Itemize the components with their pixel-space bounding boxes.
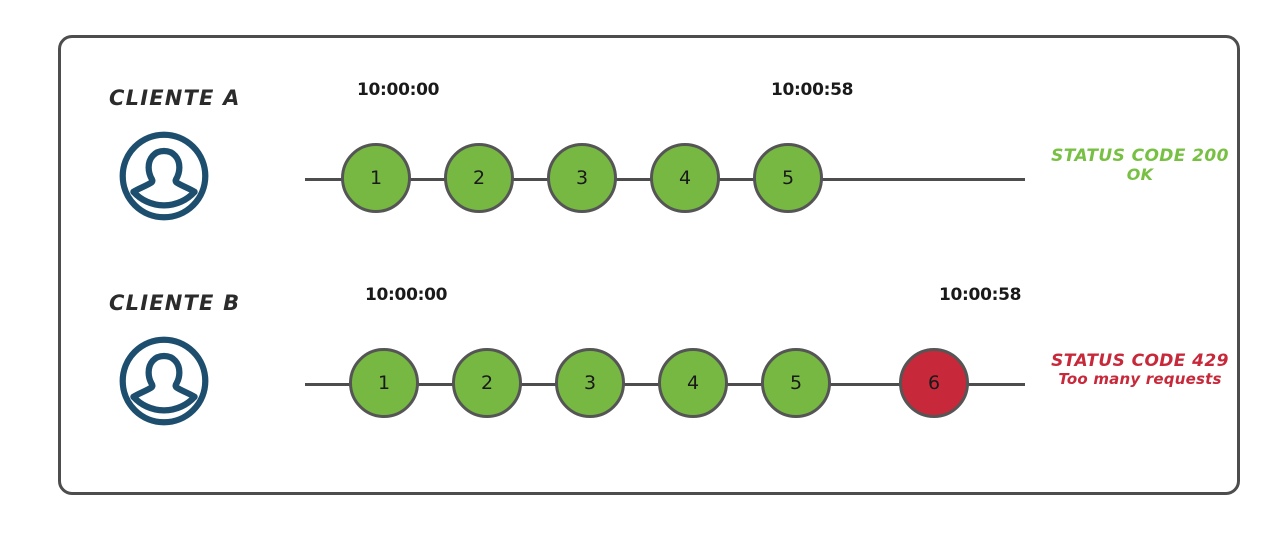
user-avatar-icon [116, 333, 212, 429]
request-node[interactable]: 3 [555, 348, 625, 418]
request-node[interactable]: 4 [658, 348, 728, 418]
request-node[interactable]: 1 [341, 143, 411, 213]
client-row-b: CLIENTE B 10:00:00 10:00:58 1 2 3 4 5 6 … [61, 273, 1237, 473]
user-avatar-icon [116, 128, 212, 224]
timestamp-b-end: 10:00:58 [939, 285, 1022, 305]
request-node[interactable]: 1 [349, 348, 419, 418]
status-badge-b: STATUS CODE 429 Too many requests [1035, 351, 1245, 389]
status-badge-a: STATUS CODE 200 OK [1035, 146, 1245, 185]
timestamp-a-start: 10:00:00 [357, 80, 440, 100]
request-node[interactable]: 3 [547, 143, 617, 213]
status-message-text: OK [1126, 165, 1154, 185]
client-a-label: CLIENTE A [109, 86, 241, 110]
client-row-a: CLIENTE A 10:00:00 10:00:58 1 2 3 4 5 ST… [61, 68, 1237, 268]
status-message-text: Too many requests [1058, 370, 1222, 389]
status-code-text: STATUS CODE 200 [1051, 146, 1229, 166]
client-b-label: CLIENTE B [109, 291, 241, 315]
diagram-frame: CLIENTE A 10:00:00 10:00:58 1 2 3 4 5 ST… [58, 35, 1240, 495]
timestamp-b-start: 10:00:00 [365, 285, 448, 305]
request-node-rate-limited[interactable]: 6 [899, 348, 969, 418]
status-code-text: STATUS CODE 429 [1051, 351, 1229, 371]
timestamp-a-end: 10:00:58 [771, 80, 854, 100]
request-node[interactable]: 4 [650, 143, 720, 213]
request-node[interactable]: 2 [452, 348, 522, 418]
request-node[interactable]: 5 [761, 348, 831, 418]
request-node[interactable]: 5 [753, 143, 823, 213]
request-node[interactable]: 2 [444, 143, 514, 213]
